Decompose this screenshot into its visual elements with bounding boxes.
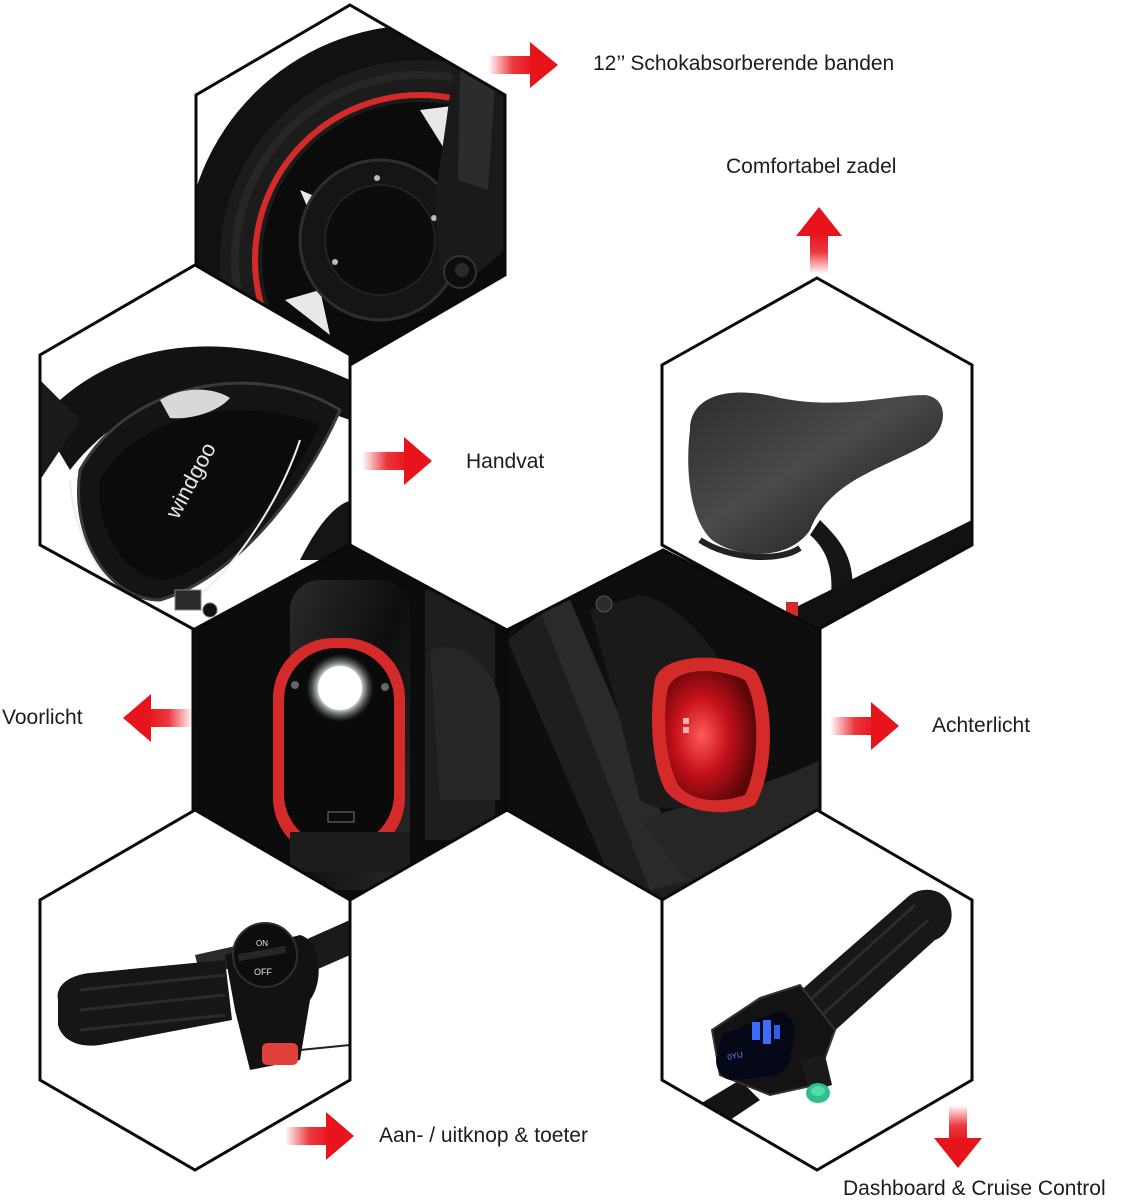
display-readout: 0YU: [727, 1050, 744, 1062]
photo-hex-handle: windgoo: [38, 263, 352, 632]
label-dashboard: Dashboard & Cruise Control: [843, 1177, 1106, 1200]
arrow-right-icon: [285, 1112, 354, 1160]
label-handle: Handvat: [466, 450, 545, 473]
photo-hex-dashboard: 0YU: [660, 808, 974, 1172]
switch-off-label: OFF: [254, 967, 272, 977]
photo-hex-power: ON OFF: [38, 808, 352, 1172]
label-tires: 12’’ Schokabsorberende banden: [593, 52, 895, 75]
label-headlight: Voorlicht: [2, 706, 83, 729]
switch-on-label: ON: [256, 939, 268, 948]
label-saddle: Comfortabel zadel: [726, 155, 897, 178]
label-power: Aan- / uitknop & toeter: [379, 1124, 588, 1147]
photo-hex-saddle: [660, 276, 974, 632]
photo-hex-headlight: [191, 543, 509, 902]
arrow-down-icon: [934, 1105, 982, 1168]
label-taillight: Achterlicht: [932, 714, 1031, 737]
photo-hex-taillight: [505, 548, 822, 902]
arrow-right-icon: [362, 437, 432, 485]
arrow-up-icon: [796, 207, 842, 274]
arrow-right-icon: [830, 702, 899, 750]
arrow-left-icon: [123, 694, 193, 742]
arrow-right-icon: [488, 42, 558, 88]
